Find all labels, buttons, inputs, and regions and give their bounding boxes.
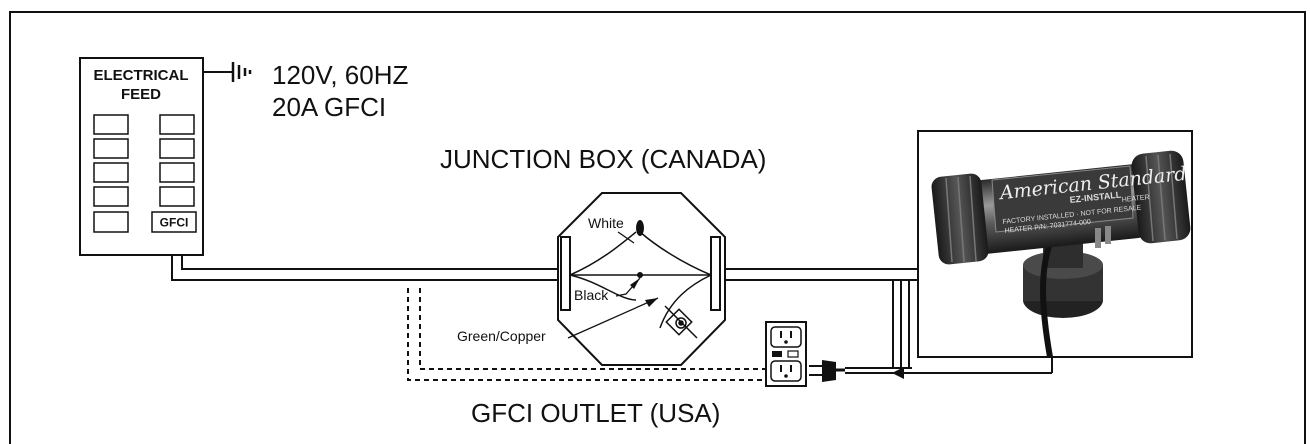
junction-box: White Black Green/Copper bbox=[457, 192, 726, 366]
leader-line bbox=[567, 297, 659, 339]
panel-label-line2: FEED bbox=[121, 86, 161, 103]
cable-clamp-right bbox=[710, 236, 721, 311]
outlet-cable-dashed bbox=[407, 288, 766, 381]
receptacle-top bbox=[770, 326, 802, 348]
test-button bbox=[772, 351, 782, 357]
breaker bbox=[93, 186, 129, 207]
panel-box bbox=[79, 57, 204, 256]
heater-plug bbox=[809, 360, 845, 382]
heater-sub-brand: HEATER bbox=[1121, 194, 1149, 204]
ground-screw-icon bbox=[664, 305, 698, 339]
receptacle-bottom bbox=[770, 360, 802, 382]
wire-label-white: White bbox=[588, 215, 624, 231]
electrical-panel: ELECTRICAL FEED GFCI bbox=[79, 57, 204, 256]
wire-label-black: Black bbox=[574, 287, 609, 303]
breaker bbox=[93, 138, 129, 159]
breaker bbox=[159, 162, 195, 183]
diagram-border bbox=[9, 11, 1306, 444]
breaker bbox=[93, 162, 129, 183]
heater-photo: American Standard EZ-INSTALL HEATER FACT… bbox=[917, 130, 1193, 358]
supply-breaker-label: 20A GFCI bbox=[272, 92, 386, 122]
breaker bbox=[159, 186, 195, 207]
gfci-breaker-label: GFCI bbox=[160, 216, 189, 230]
arrowhead bbox=[645, 298, 658, 307]
breaker bbox=[159, 138, 195, 159]
reset-button bbox=[787, 350, 799, 358]
splice-point bbox=[637, 272, 643, 278]
heater-cord bbox=[845, 280, 1053, 374]
gfci-outlet-title: GFCI OUTLET (USA) bbox=[471, 398, 720, 428]
arrowhead bbox=[892, 367, 904, 379]
wire-label-ground: Green/Copper bbox=[457, 328, 546, 344]
panel-label-line1: ELECTRICAL bbox=[94, 67, 189, 84]
arrowhead bbox=[630, 278, 640, 289]
supply-voltage-label: 120V, 60HZ bbox=[272, 60, 408, 90]
ground-symbol-icon bbox=[203, 62, 252, 82]
gfci-outlet bbox=[765, 321, 807, 387]
gfci-breaker bbox=[151, 211, 197, 233]
breaker bbox=[159, 114, 195, 135]
wire-nut bbox=[636, 220, 644, 236]
cable-clamp-left bbox=[560, 236, 571, 311]
supply-cable bbox=[171, 255, 918, 281]
breaker bbox=[93, 211, 129, 233]
junction-box-title: JUNCTION BOX (CANADA) bbox=[440, 144, 766, 174]
breaker bbox=[93, 114, 129, 135]
leader-line bbox=[617, 231, 635, 244]
